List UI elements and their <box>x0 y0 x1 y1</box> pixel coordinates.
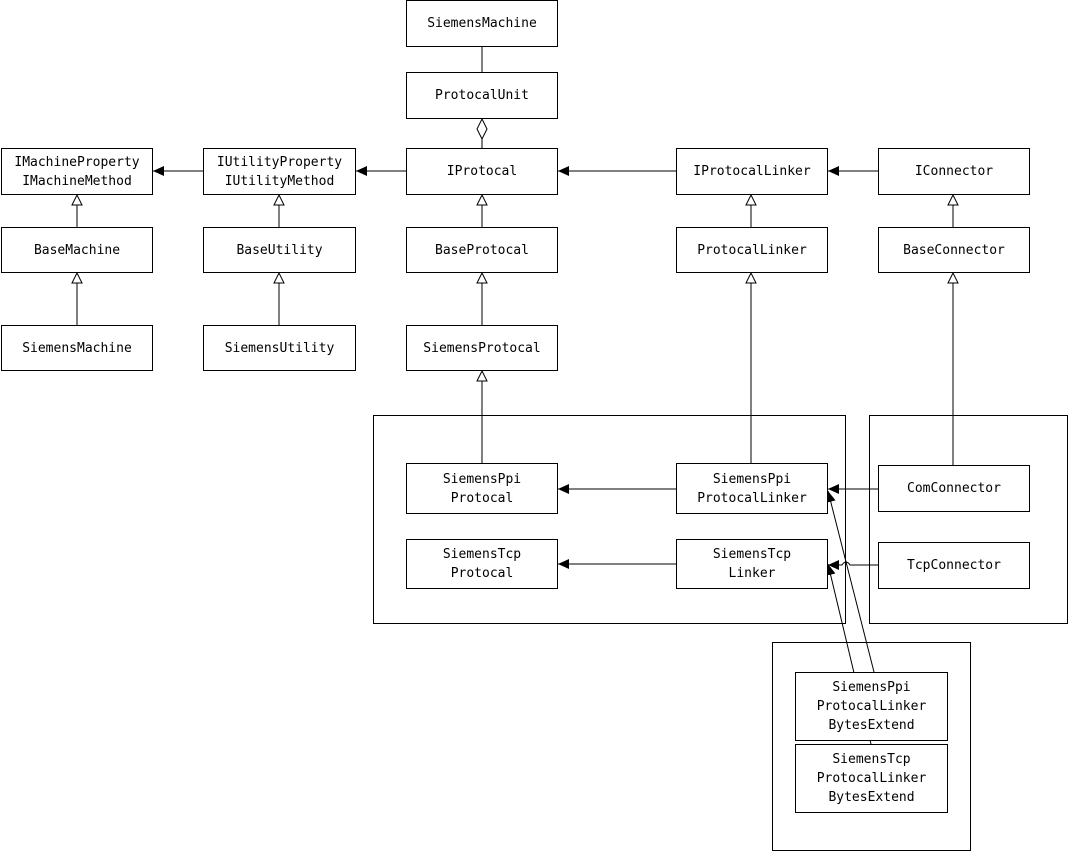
class-ppi-bytes-extend[interactable]: SiemensPpi ProtocalLinker BytesExtend <box>795 672 948 741</box>
class-label: BaseConnector <box>903 242 1005 258</box>
class-label: BytesExtend <box>828 718 915 733</box>
class-label: Linker <box>728 566 776 581</box>
class-base-protocal[interactable]: BaseProtocal <box>406 227 558 273</box>
class-siemens-ppi-protocal[interactable]: SiemensPpi Protocal <box>406 463 558 514</box>
siemens-protocol-group <box>373 415 846 624</box>
class-label: SiemensTcp <box>832 752 911 767</box>
class-label: BaseUtility <box>236 242 323 258</box>
class-label: SiemensTcp <box>442 547 522 562</box>
class-label: BaseMachine <box>33 242 121 258</box>
class-base-connector[interactable]: BaseConnector <box>878 227 1030 273</box>
class-label: IMachineProperty <box>14 154 140 170</box>
class-label: BytesExtend <box>828 790 915 805</box>
class-label: BaseProtocal <box>435 242 529 258</box>
class-label: IProtocalLinker <box>693 164 811 179</box>
class-siemens-utility[interactable]: SiemensUtility <box>203 325 356 371</box>
class-label: IProtocal <box>446 164 518 179</box>
class-tcp-connector[interactable]: TcpConnector <box>878 542 1030 589</box>
class-label: TcpConnector <box>907 558 1001 573</box>
class-com-connector[interactable]: ComConnector <box>878 465 1030 512</box>
class-base-machine[interactable]: BaseMachine <box>1 227 153 273</box>
class-siemens-machine[interactable]: SiemensMachine <box>1 325 153 371</box>
class-label: ProtocalUnit <box>435 88 529 103</box>
class-label: IMachineMethod <box>22 173 132 189</box>
class-label: SiemensMachine <box>427 16 537 31</box>
class-siemens-protocal[interactable]: SiemensProtocal <box>406 325 558 371</box>
class-label: Protocal <box>450 566 514 581</box>
class-label: ProtocalLinker <box>697 242 807 258</box>
class-label: ProtocalLinker <box>816 699 927 714</box>
interface-iprotocal[interactable]: IProtocal <box>406 148 558 195</box>
class-label: ProtocalLinker <box>816 771 927 786</box>
class-label: IConnector <box>914 164 994 179</box>
class-label: SiemensUtility <box>224 340 335 356</box>
class-label: SiemensTcp <box>712 547 792 562</box>
class-label: SiemensPpi <box>832 680 911 695</box>
class-label: IUtilityProperty <box>216 154 343 170</box>
class-tcp-bytes-extend[interactable]: SiemensTcp ProtocalLinker BytesExtend <box>795 744 948 813</box>
interface-iprotocal-linker[interactable]: IProtocalLinker <box>676 148 828 195</box>
class-siemens-tcp-protocal[interactable]: SiemensTcp Protocal <box>406 539 558 589</box>
class-siemens-ppi-protocal-linker[interactable]: SiemensPpi ProtocalLinker <box>676 463 828 514</box>
edge-tcpconnector-tcplinker <box>828 560 878 570</box>
class-protocal-linker[interactable]: ProtocalLinker <box>676 227 828 273</box>
interface-imachine[interactable]: IMachineProperty IMachineMethod <box>1 148 153 195</box>
class-label: SiemensPpi <box>712 471 792 487</box>
class-protocal-unit[interactable]: ProtocalUnit <box>406 72 558 119</box>
class-siemens-machine-top[interactable]: SiemensMachine <box>406 0 558 47</box>
class-label: SiemensPpi <box>442 471 522 487</box>
class-siemens-tcp-linker[interactable]: SiemensTcp Linker <box>676 539 828 589</box>
connector-group <box>869 415 1068 624</box>
class-label: Protocal <box>450 490 514 506</box>
class-label: IUtilityMethod <box>224 173 335 189</box>
class-label: ProtocalLinker <box>697 490 807 506</box>
class-label: ComConnector <box>907 481 1001 496</box>
class-label: SiemensMachine <box>22 340 132 356</box>
interface-iconnector[interactable]: IConnector <box>878 148 1030 195</box>
class-base-utility[interactable]: BaseUtility <box>203 227 356 273</box>
edge-ppibytes-ppilinker <box>825 490 875 673</box>
interface-iutility[interactable]: IUtilityProperty IUtilityMethod <box>203 148 356 195</box>
class-label: SiemensProtocal <box>423 340 541 356</box>
